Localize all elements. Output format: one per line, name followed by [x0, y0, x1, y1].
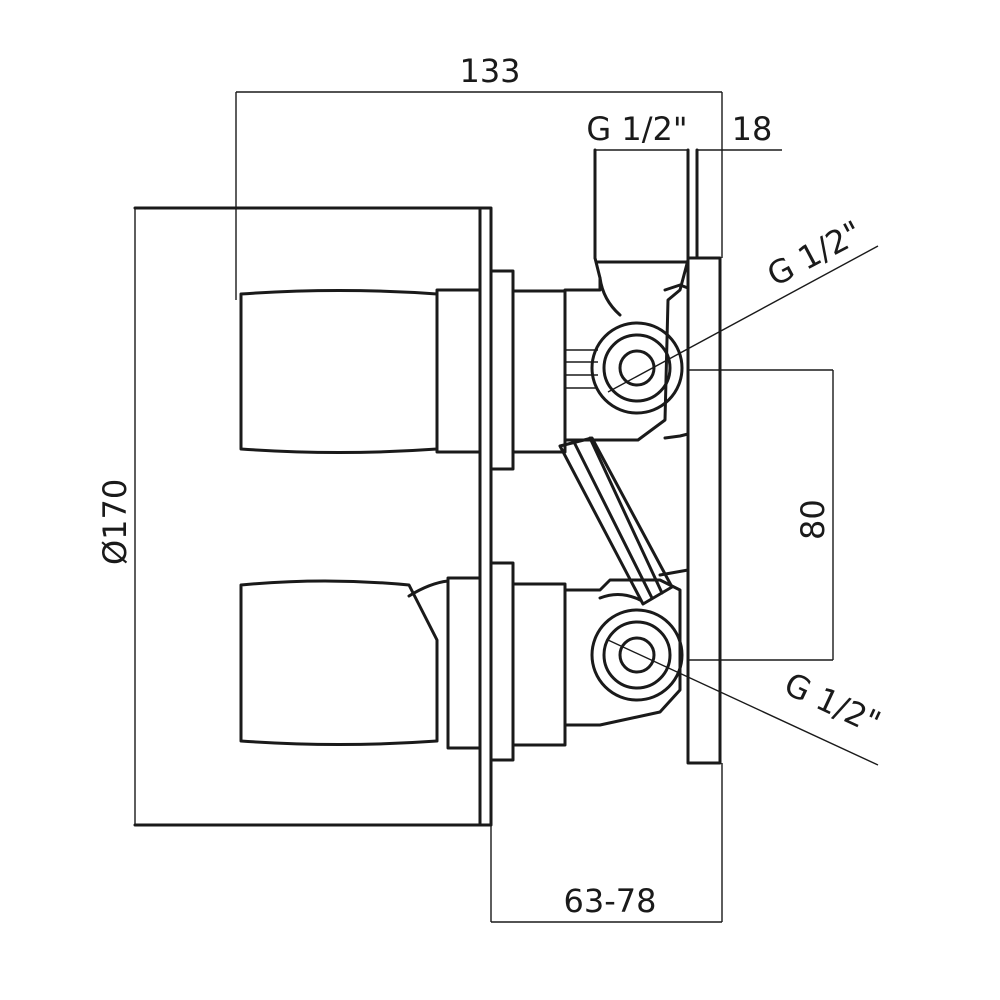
dimension-label-inlet-thread: G 1/2" [586, 110, 687, 148]
dimension-label-80: 80 [794, 499, 832, 540]
mounting-plate [658, 148, 722, 765]
valve-body [558, 148, 690, 727]
leader-lower-outlet: G 1/2" [607, 639, 887, 766]
dimension-label-18: 18 [732, 110, 773, 148]
dimension-plate-diameter: Ø170 [96, 208, 136, 825]
dimension-wall-depth: 63-78 [490, 763, 723, 923]
dimension-outlet-spacing: 80 [688, 369, 834, 661]
dimension-label-63-78: 63-78 [564, 882, 657, 920]
dimension-label-133: 133 [459, 52, 520, 90]
dimension-label-upper-outlet: G 1/2" [761, 213, 868, 294]
lower-handle [239, 576, 482, 750]
dimension-label-lower-outlet: G 1/2" [779, 665, 887, 742]
dimension-overall-depth: 133 [235, 52, 723, 300]
dimension-inlet-thread: G 1/2" 18 [586, 110, 782, 151]
upper-handle [239, 288, 482, 454]
spindle-rings [489, 269, 567, 762]
dimension-label-diameter: Ø170 [96, 479, 134, 565]
leader-upper-outlet: G 1/2" [607, 213, 879, 393]
cover-plate [133, 206, 493, 827]
